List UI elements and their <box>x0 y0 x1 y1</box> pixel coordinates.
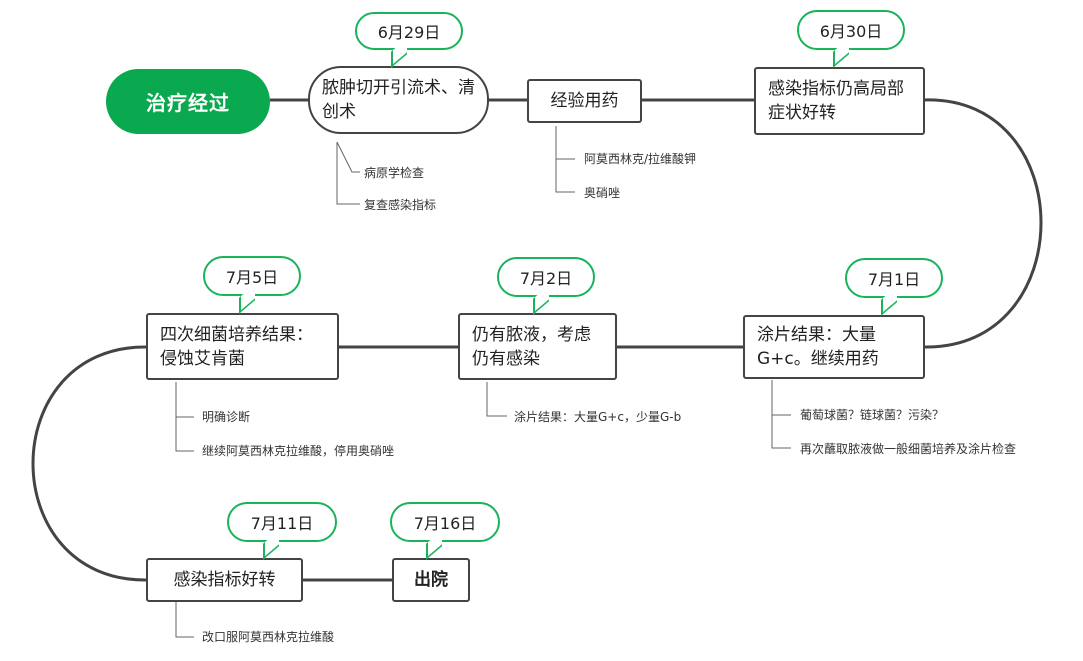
date-callout-improved: 7月11日 <box>227 502 337 542</box>
root-node[interactable]: 治疗经过 <box>106 69 270 134</box>
note-smear1-2: 再次蘸取脓液做一般细菌培养及涂片检查 <box>800 442 1017 456</box>
node-smear1[interactable]: 涂片结果：大量G+c。继续用药 <box>743 315 925 379</box>
date-callout-culture: 7月5日 <box>203 256 301 296</box>
node-pus-label: 仍有脓液，考虑仍有感染 <box>472 324 591 369</box>
node-infection-high-label: 感染指标仍高局部症状好转 <box>768 79 904 123</box>
node-surgery[interactable]: 脓肿切开引流术、清创术 <box>308 66 489 134</box>
date-callout-discharge: 7月16日 <box>390 502 500 542</box>
note-culture-2: 继续阿莫西林克拉维酸，停用奥硝唑 <box>202 444 395 458</box>
date-callout-surgery: 6月29日 <box>355 12 463 50</box>
date-callout-smear1: 7月1日 <box>845 258 943 298</box>
node-infection-high[interactable]: 感染指标仍高局部症状好转 <box>754 67 925 135</box>
node-culture-label: 四次细菌培养结果：侵蚀艾肯菌 <box>160 324 313 369</box>
note-culture-1: 明确诊断 <box>202 410 251 424</box>
node-discharge[interactable]: 出院 <box>392 558 470 602</box>
node-improved-label: 感染指标好转 <box>173 570 276 590</box>
node-pus[interactable]: 仍有脓液，考虑仍有感染 <box>458 313 617 380</box>
note-meds-1: 阿莫西林克/拉维酸钾 <box>584 152 697 166</box>
note-pus-1: 涂片结果：大量G+c，少量G-b <box>514 410 682 424</box>
node-surgery-label: 脓肿切开引流术、清创术 <box>322 78 475 122</box>
node-discharge-label: 出院 <box>414 570 448 590</box>
node-improved[interactable]: 感染指标好转 <box>146 558 303 602</box>
note-surgery-1: 病原学检查 <box>364 166 425 180</box>
node-meds-label: 经验用药 <box>550 91 619 111</box>
node-meds[interactable]: 经验用药 <box>527 79 642 123</box>
node-smear1-label: 涂片结果：大量G+c。继续用药 <box>757 325 879 369</box>
note-meds-2: 奥硝唑 <box>584 186 621 200</box>
note-surgery-2: 复查感染指标 <box>364 198 437 212</box>
node-culture[interactable]: 四次细菌培养结果：侵蚀艾肯菌 <box>146 313 339 380</box>
date-callout-pus: 7月2日 <box>497 257 595 297</box>
date-callout-infection-high: 6月30日 <box>797 10 905 50</box>
note-improved-1: 改口服阿莫西林克拉维酸 <box>202 630 335 644</box>
note-smear1-1: 葡萄球菌？链球菌？污染？ <box>800 408 945 422</box>
